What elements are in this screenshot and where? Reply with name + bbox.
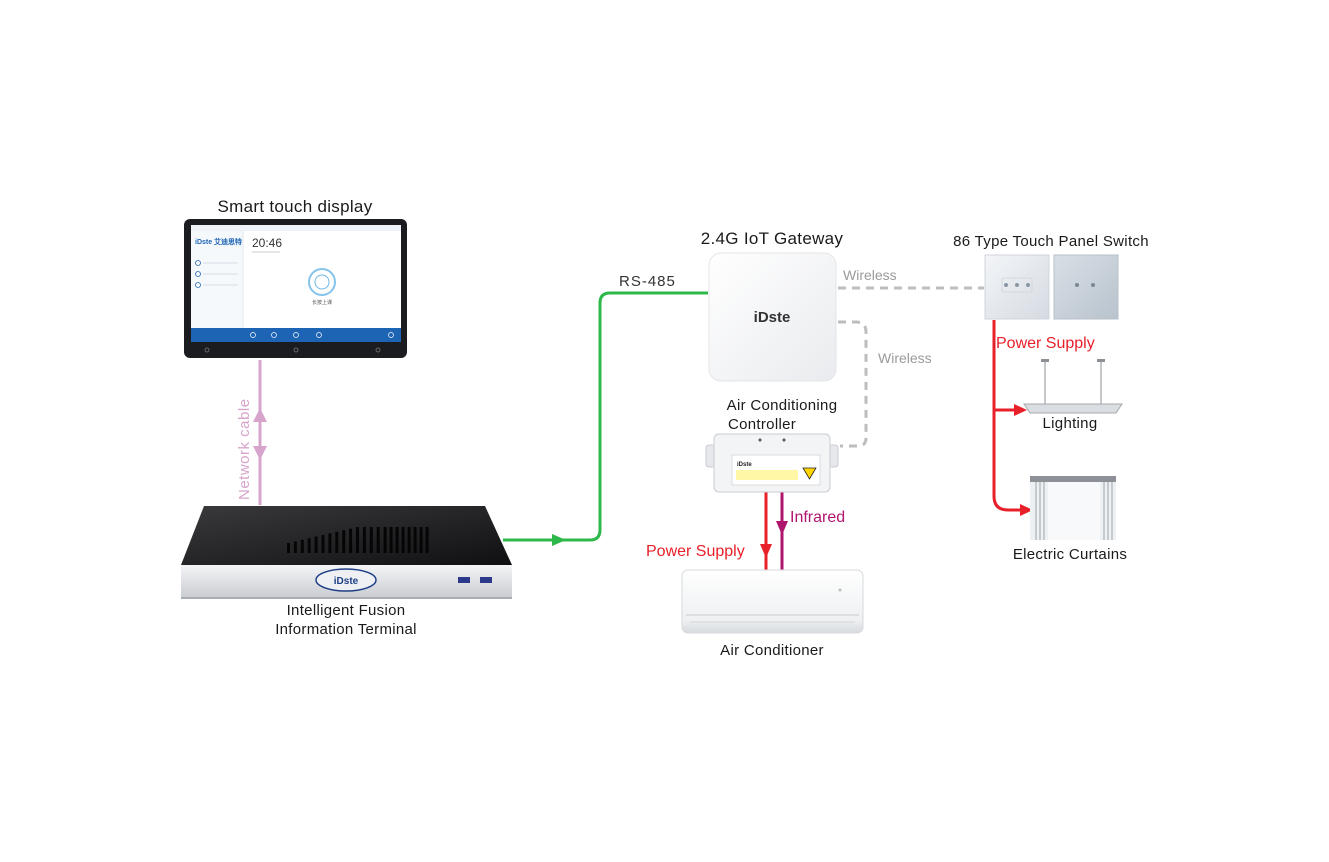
vent-slot xyxy=(389,527,393,553)
power-supply-switch-label: Power Supply xyxy=(996,335,1095,352)
touch-display-label: Smart touch display xyxy=(217,197,373,216)
vent-slot xyxy=(362,527,366,553)
vent-slot xyxy=(401,527,405,553)
curtain-folds xyxy=(1035,482,1113,540)
gateway-label: 2.4G IoT Gateway xyxy=(700,229,844,248)
information-terminal: iDste xyxy=(181,506,512,599)
curtains-label: Electric Curtains xyxy=(1012,546,1128,563)
vent-slot xyxy=(376,527,380,553)
network-cable-label: Network cable xyxy=(236,398,253,500)
terminal-label-line2: Information Terminal xyxy=(275,621,417,638)
power-supply-ac-label: Power Supply xyxy=(646,543,745,560)
wireless-controller-label: Wireless xyxy=(878,350,932,366)
vent-slot xyxy=(342,530,346,553)
lighting-fixture xyxy=(1023,359,1123,414)
network-cable-line xyxy=(253,360,267,505)
vent-slot xyxy=(369,527,373,553)
air-conditioner xyxy=(681,569,864,634)
power-line-ac xyxy=(760,492,772,570)
vent-slot xyxy=(335,531,339,553)
vent-slot xyxy=(395,527,399,553)
ac-controller-label-line1: Air Conditioning xyxy=(726,397,838,414)
screen-time: 20:46 xyxy=(252,236,282,250)
ac-controller: iDste xyxy=(705,433,839,493)
vent-slot xyxy=(321,535,325,553)
terminal-logo-badge xyxy=(315,568,377,592)
terminal-label-line1: Intelligent Fusion xyxy=(286,602,406,619)
wireless-panel-label: Wireless xyxy=(843,267,897,283)
terminal-logo: iDste xyxy=(334,576,359,587)
smart-touch-display: iDste 艾迪思特 20:46 长按上课 xyxy=(184,219,407,358)
electric-curtains xyxy=(1030,476,1116,540)
lighting-label: Lighting xyxy=(1042,415,1098,432)
gateway-logo: iDste xyxy=(754,309,791,326)
power-line-switch xyxy=(992,320,1033,516)
screen-center-label: 长按上课 xyxy=(312,299,332,306)
usb-port xyxy=(458,577,470,583)
vent-slot xyxy=(383,527,387,553)
usb-port xyxy=(480,577,492,583)
wireless-line-controller xyxy=(838,320,868,448)
vent-slot xyxy=(425,527,429,553)
panel-switch-label: 86 Type Touch Panel Switch xyxy=(953,233,1149,250)
vent-slot xyxy=(419,527,423,553)
vent-slot xyxy=(413,527,417,553)
vent-slot xyxy=(287,543,290,553)
screen-logo: iDste 艾迪思特 xyxy=(195,237,242,246)
rs485-line xyxy=(503,291,708,546)
vent-slot xyxy=(314,536,318,553)
rs485-label: RS-485 xyxy=(619,273,676,290)
ac-controller-label-line2: Controller xyxy=(728,416,797,433)
vent-slot xyxy=(307,538,311,553)
vent-slot xyxy=(407,527,411,553)
infrared-label: Infrared xyxy=(790,509,846,526)
vent-slot xyxy=(356,527,359,553)
terminal-vents xyxy=(287,527,429,553)
air-conditioner-label: Air Conditioner xyxy=(720,642,824,659)
screen-class-button xyxy=(308,268,336,296)
controller-logo: iDste xyxy=(737,462,752,468)
infrared-line xyxy=(776,492,788,570)
vent-slot xyxy=(328,533,332,553)
vent-slot xyxy=(300,539,304,553)
touch-panel-switch xyxy=(984,254,1119,320)
iot-gateway: iDste xyxy=(708,252,837,382)
vent-slot xyxy=(293,541,297,553)
screen-bottom-bar xyxy=(191,328,401,342)
vent-slot xyxy=(349,528,353,553)
screen-sidebar xyxy=(191,231,243,328)
